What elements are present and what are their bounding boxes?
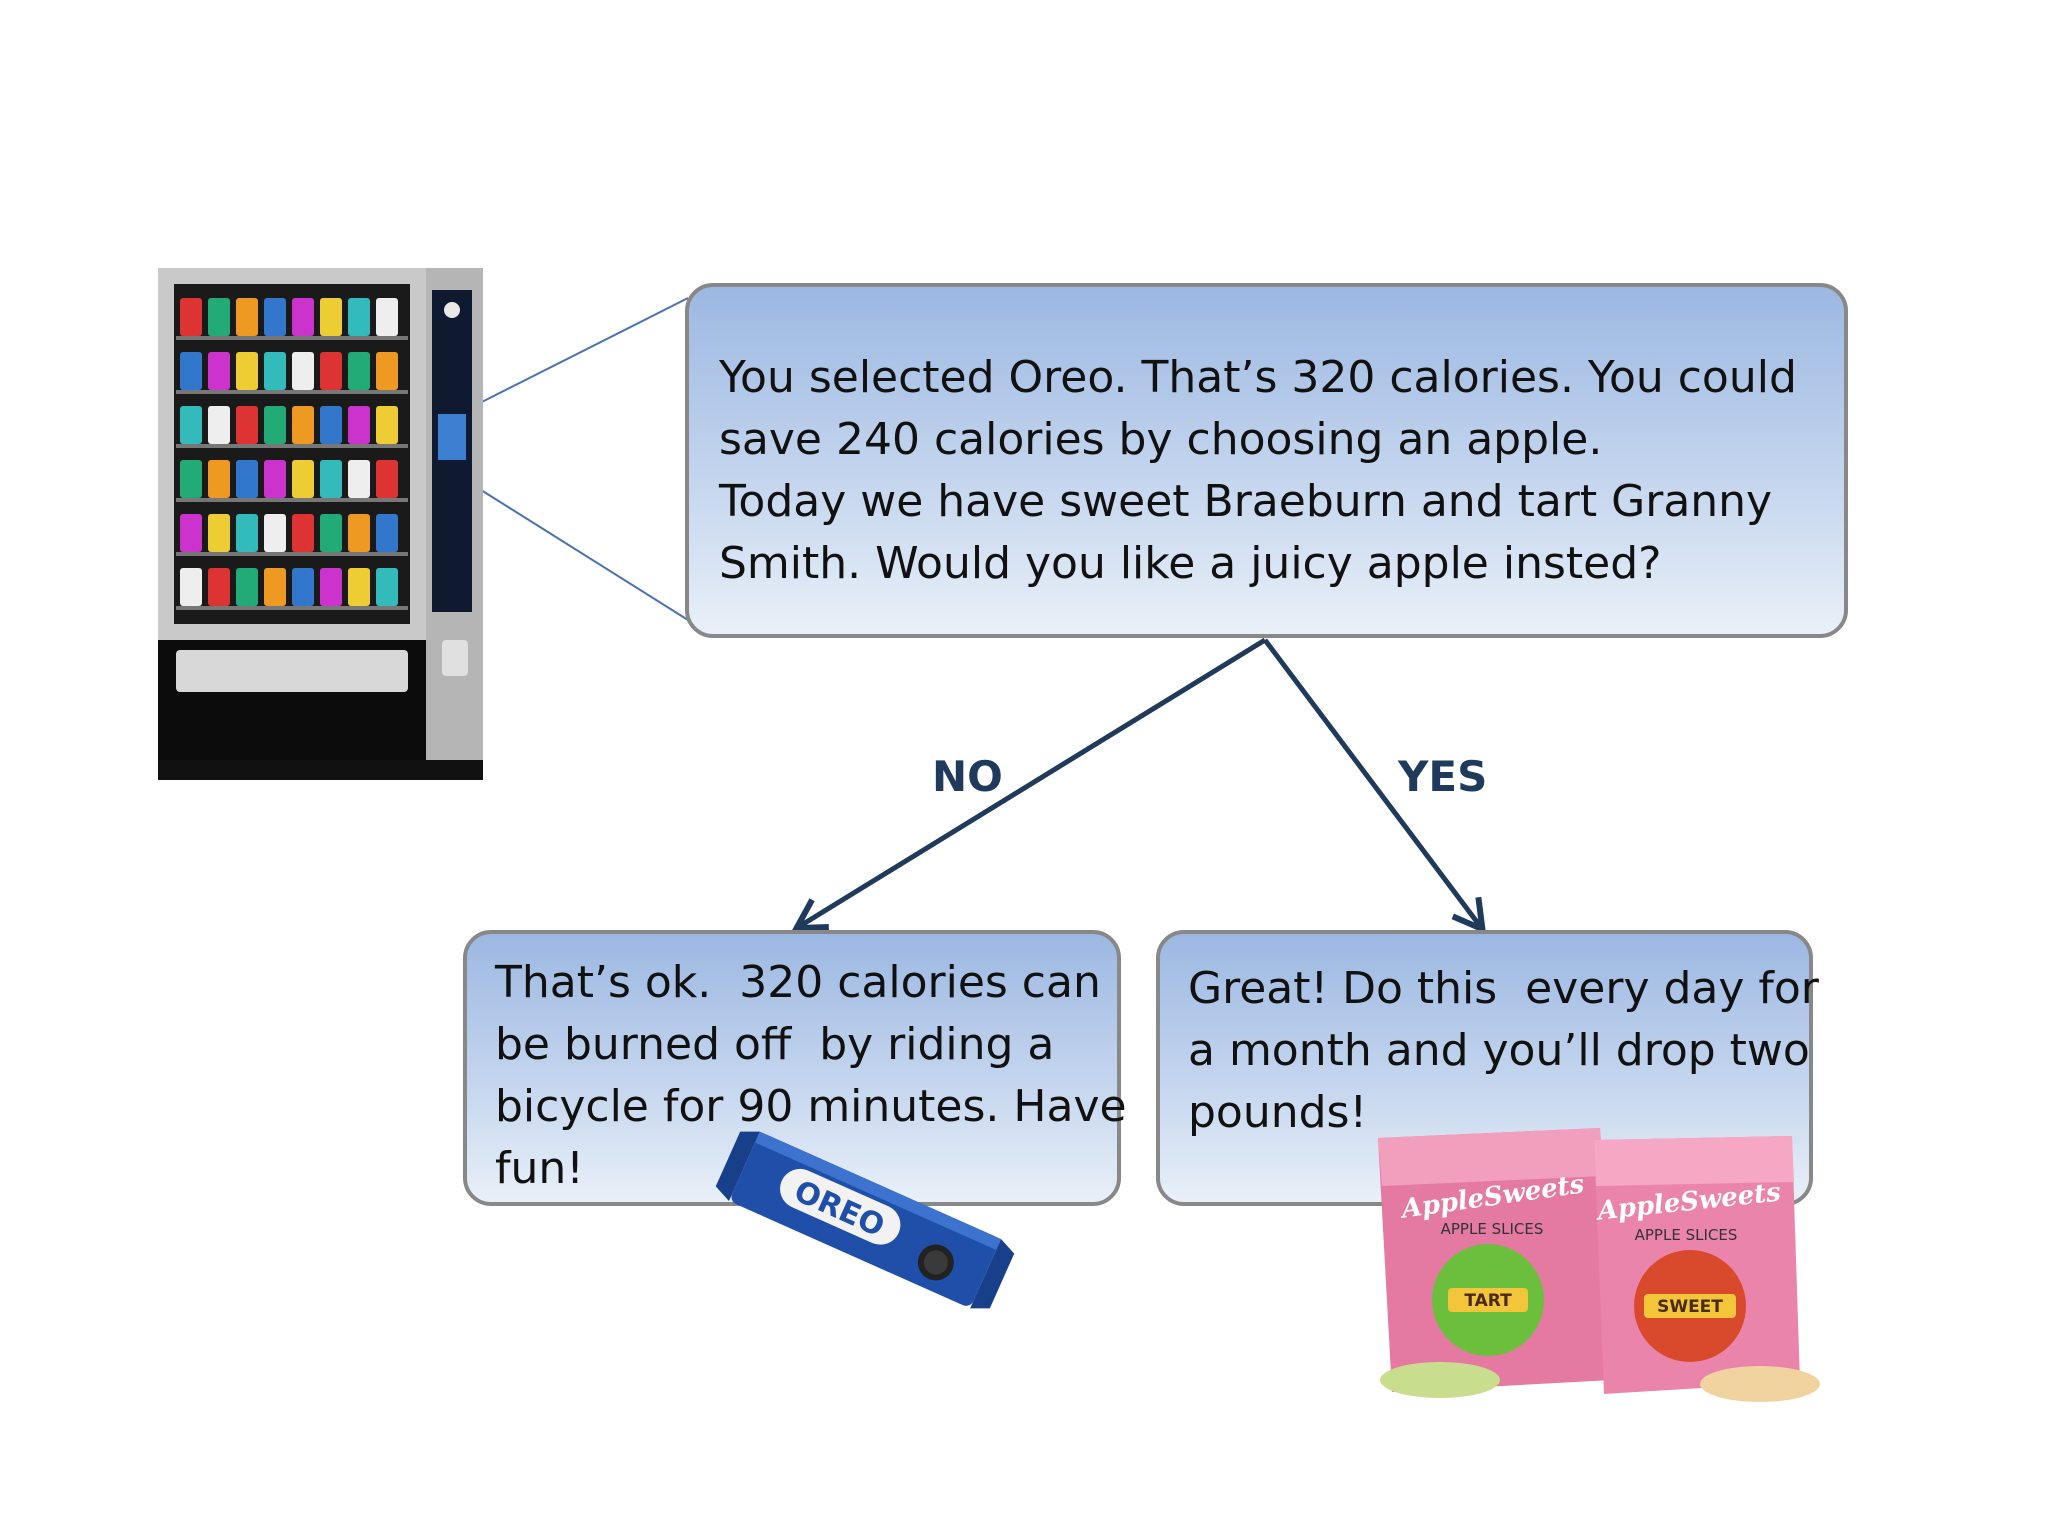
yes-arrow: [1263, 638, 1487, 935]
vending-item: [236, 406, 258, 444]
vending-item: [348, 568, 370, 606]
vending-item: [320, 298, 342, 336]
vending-item: [208, 568, 230, 606]
no-answer-line: fun!: [495, 1143, 584, 1194]
no-arrow: [791, 637, 1267, 932]
vending-item: [180, 460, 202, 498]
vending-item: [236, 568, 258, 606]
yes-answer-line: pounds!: [1188, 1087, 1368, 1138]
vending-shelf: [176, 498, 408, 502]
question-line: Today we have sweet Braeburn and tart Gr…: [719, 476, 1773, 527]
vending-item: [320, 352, 342, 390]
apple-bag-subtitle: APPLE SLICES: [1635, 1226, 1738, 1244]
vending-item: [348, 514, 370, 552]
no-answer-box: That’s ok. 320 calories can be burned of…: [463, 930, 1127, 1206]
yes-branch-label: YES: [1398, 752, 1488, 801]
vending-item: [348, 352, 370, 390]
vending-item: [348, 406, 370, 444]
no-answer-line: be burned off by riding a: [495, 1019, 1055, 1070]
question-line: save 240 calories by choosing an apple.: [719, 414, 1603, 465]
vending-item: [320, 406, 342, 444]
vending-item: [320, 514, 342, 552]
vending-item: [264, 460, 286, 498]
vending-item: [376, 298, 398, 336]
vending-item: [292, 460, 314, 498]
vending-item: [376, 514, 398, 552]
vending-item: [292, 352, 314, 390]
vending-item: [236, 298, 258, 336]
vending-shelf: [176, 606, 408, 610]
question-line: You selected Oreo. That’s 320 calories. …: [719, 352, 1797, 403]
apple-bag-badge: TART: [1464, 1291, 1512, 1311]
vending-item: [264, 568, 286, 606]
vending-item: [180, 406, 202, 444]
vending-item: [208, 406, 230, 444]
vending-item: [236, 460, 258, 498]
vending-item: [292, 298, 314, 336]
vending-item: [208, 460, 230, 498]
apple-bag-badge: SWEET: [1657, 1297, 1723, 1317]
vending-item: [180, 298, 202, 336]
vending-shelf: [176, 552, 408, 556]
vending-item: [264, 406, 286, 444]
vending-item: [376, 460, 398, 498]
apple-bag-subtitle: APPLE SLICES: [1441, 1220, 1544, 1238]
question-box: You selected Oreo. That’s 320 calories. …: [685, 283, 1848, 638]
vending-item: [292, 568, 314, 606]
apple-bag-tart: AppleSweets APPLE SLICES TART: [1378, 1128, 1612, 1398]
no-branch-label: NO: [932, 752, 1003, 801]
yes-answer-box: Great! Do this every day for a month and…: [1156, 930, 1819, 1206]
vending-item: [348, 460, 370, 498]
vending-item: [180, 352, 202, 390]
vending-item: [208, 352, 230, 390]
apple-bag-sweet: AppleSweets APPLE SLICES SWEET: [1593, 1136, 1820, 1402]
callout-line-bottom: [461, 477, 689, 621]
vending-item: [320, 568, 342, 606]
vending-item: [180, 568, 202, 606]
vending-item: [208, 514, 230, 552]
vending-item: [264, 514, 286, 552]
vending-shelf: [176, 390, 408, 394]
no-answer-line: That’s ok. 320 calories can: [495, 957, 1101, 1008]
vending-item: [376, 568, 398, 606]
vending-item: [236, 352, 258, 390]
callout-line-top: [461, 297, 689, 413]
vending-item: [236, 514, 258, 552]
vending-item: [208, 298, 230, 336]
vending-item: [376, 352, 398, 390]
vending-shelf: [176, 336, 408, 340]
vending-item: [292, 514, 314, 552]
vending-shelf: [176, 444, 408, 448]
question-line: Smith. Would you like a juicy apple inst…: [719, 538, 1662, 589]
vending-item: [320, 460, 342, 498]
vending-item: [264, 298, 286, 336]
vending-item: [180, 514, 202, 552]
vending-item: [264, 352, 286, 390]
vending-item: [348, 298, 370, 336]
vending-item: [376, 406, 398, 444]
vending-item: [292, 406, 314, 444]
